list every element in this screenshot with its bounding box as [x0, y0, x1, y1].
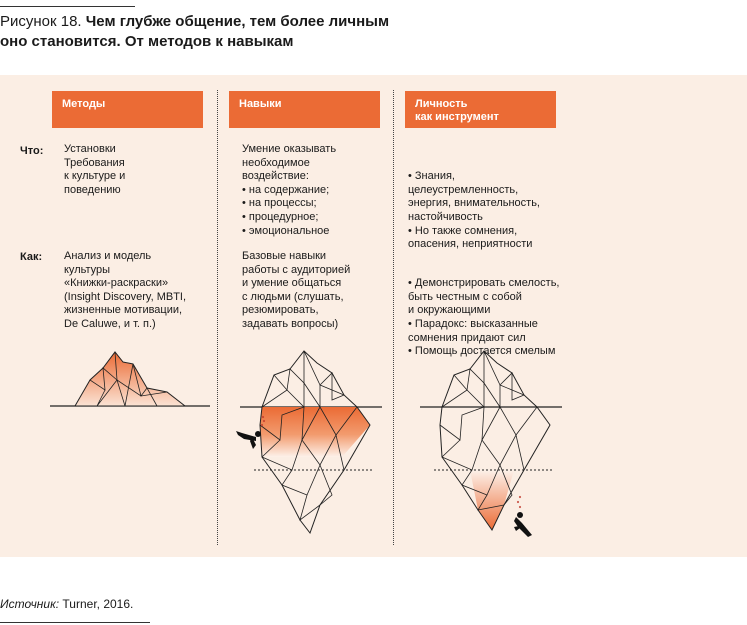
column-divider-1 [217, 90, 218, 545]
personality-how-text: • Демонстрировать смелость, быть честным… [408, 277, 560, 358]
source-note: Источник: Turner, 2016. [0, 597, 133, 611]
figure-panel [0, 75, 747, 557]
row-label-how: Как: [20, 251, 43, 263]
diver-icon [236, 431, 261, 449]
row-label-what: Что: [20, 145, 44, 157]
iceberg-tip-illustration [50, 351, 210, 407]
bottom-rule [0, 622, 150, 623]
iceberg-personality-illustration [420, 350, 562, 537]
header-methods: Методы [52, 91, 203, 128]
caption-title-1: Чем глубже общение, тем более личным [85, 13, 390, 30]
header-skills: Навыки [229, 91, 380, 128]
diver-icon [514, 512, 532, 537]
top-rule [0, 6, 135, 7]
figure-caption: Рисунок 18. Чем глубже общение, тем боле… [0, 12, 520, 52]
column-divider-2 [393, 90, 394, 545]
personality-what-text: • Знания, целеустремленность, энергия, в… [408, 170, 540, 251]
source-text: Turner, 2016. [59, 597, 134, 611]
source-label: Источник: [0, 597, 60, 611]
caption-prefix: Рисунок 18. [0, 13, 82, 30]
iceberg-skills-illustration [236, 350, 382, 535]
caption-title-2: оно становится. От методов к навыкам [0, 33, 294, 50]
